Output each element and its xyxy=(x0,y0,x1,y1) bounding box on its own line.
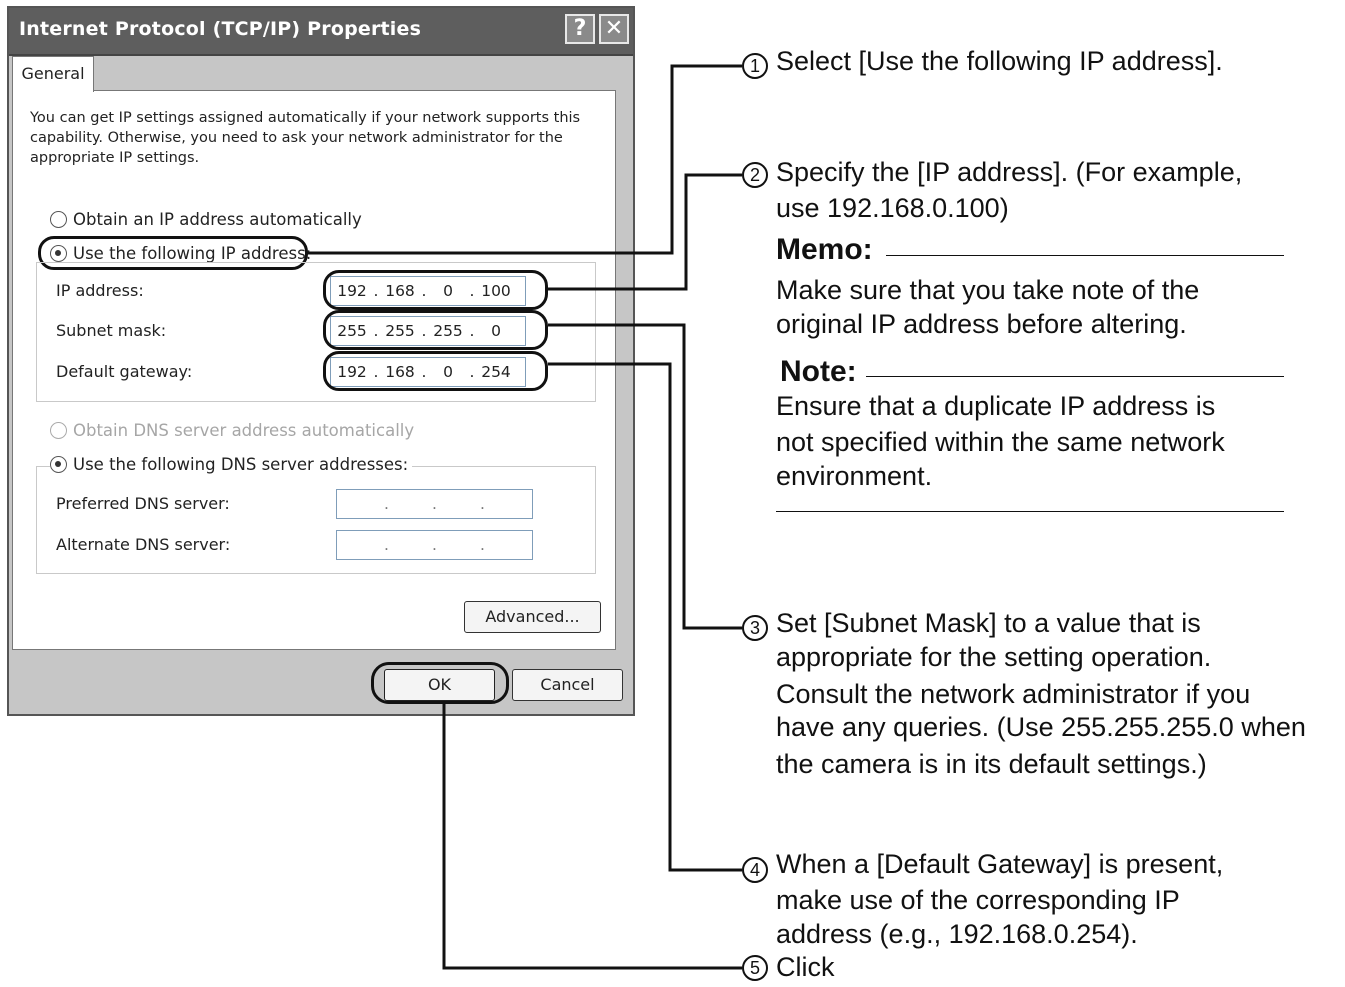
subnet-octet: 255 xyxy=(433,322,463,340)
ip-octet: 168 xyxy=(385,282,415,300)
subnet-mask-input[interactable]: 255. 255. 255. 0 xyxy=(330,316,526,346)
memo-line-1: Make sure that you take note of the xyxy=(776,275,1200,305)
ip-address-label: IP address: xyxy=(56,281,144,300)
step-2-line-1: Specify the [IP address]. (For example, xyxy=(776,157,1243,187)
subnet-octet: 0 xyxy=(491,322,501,340)
radio-obtain-dns-label: Obtain DNS server address automatically xyxy=(73,421,415,440)
subnet-octet: 255 xyxy=(385,322,415,340)
step-4-line-2: make use of the corresponding IP xyxy=(776,885,1180,915)
ok-button[interactable]: OK xyxy=(384,669,495,701)
ip-octet: 192 xyxy=(337,282,367,300)
gateway-octet: 254 xyxy=(481,363,511,381)
step-3-line-5: the camera is in its default settings.) xyxy=(776,749,1207,779)
note-bottom-rule xyxy=(776,511,1284,512)
step-3-line-3: Consult the network administrator if you xyxy=(776,679,1251,709)
step-1-text: Select [Use the following IP address]. xyxy=(776,46,1223,76)
note-line-2: not specified within the same network xyxy=(776,427,1225,457)
preferred-dns-label: Preferred DNS server: xyxy=(56,494,230,513)
subnet-mask-label: Subnet mask: xyxy=(56,321,167,340)
radio-use-dns[interactable]: Use the following DNS server addresses: xyxy=(50,455,413,474)
close-button[interactable]: ✕ xyxy=(599,14,629,44)
step-4-line-1: When a [Default Gateway] is present, xyxy=(776,849,1224,879)
ip-settings-group xyxy=(36,262,596,402)
step-5-text: Click xyxy=(776,952,835,982)
cancel-button[interactable]: Cancel xyxy=(512,669,623,701)
highlight-ok xyxy=(371,662,509,704)
note-heading: Note: xyxy=(780,355,857,388)
radio-obtain-ip[interactable]: Obtain an IP address automatically xyxy=(50,210,362,229)
step-4-line-3: address (e.g., 192.168.0.254). xyxy=(776,919,1138,949)
help-button[interactable]: ? xyxy=(565,14,595,44)
step-3-line-4: have any queries. (Use 255.255.255.0 whe… xyxy=(776,712,1306,742)
note-line-3: environment. xyxy=(776,461,933,491)
step-5-number: 5 xyxy=(742,955,768,981)
radio-use-ip-label: Use the following IP address: xyxy=(73,244,312,263)
highlight-default-gateway xyxy=(323,351,548,391)
step-3-line-2: appropriate for the setting operation. xyxy=(776,642,1212,672)
alternate-dns-input[interactable]: ... xyxy=(336,530,533,560)
dialog-title: Internet Protocol (TCP/IP) Properties xyxy=(19,18,422,40)
step-2-line-2: use 192.168.0.100) xyxy=(776,193,1009,223)
description-text: You can get IP settings assigned automat… xyxy=(30,110,581,166)
default-gateway-input[interactable]: 192. 168. 0. 254 xyxy=(330,357,526,387)
step-1-number: 1 xyxy=(742,53,768,79)
highlight-subnet-mask xyxy=(323,310,548,350)
radio-use-ip[interactable]: Use the following IP address: xyxy=(50,244,311,263)
subnet-octet: 255 xyxy=(337,322,367,340)
radio-obtain-ip-label: Obtain an IP address automatically xyxy=(73,210,362,229)
highlight-ip-address xyxy=(323,270,548,310)
step-3-number: 3 xyxy=(742,615,768,641)
memo-heading: Memo: xyxy=(776,233,873,266)
alternate-dns-label: Alternate DNS server: xyxy=(56,535,231,554)
gateway-octet: 0 xyxy=(443,363,453,381)
highlight-use-ip xyxy=(38,236,308,270)
default-gateway-label: Default gateway: xyxy=(56,362,193,381)
radio-circle-icon[interactable] xyxy=(50,422,67,439)
ip-octet: 0 xyxy=(443,282,453,300)
radio-selected-icon[interactable] xyxy=(50,245,67,262)
gateway-octet: 192 xyxy=(337,363,367,381)
note-line-1: Ensure that a duplicate IP address is xyxy=(776,391,1216,421)
radio-obtain-dns[interactable]: Obtain DNS server address automatically xyxy=(50,421,414,440)
tab-general[interactable]: General xyxy=(12,56,94,92)
step-3-line-1: Set [Subnet Mask] to a value that is xyxy=(776,608,1201,638)
step-2-number: 2 xyxy=(742,162,768,188)
preferred-dns-input[interactable]: ... xyxy=(336,489,533,519)
advanced-button[interactable]: Advanced... xyxy=(464,601,601,633)
title-bar: Internet Protocol (TCP/IP) Properties ? … xyxy=(9,8,633,56)
step-4-number: 4 xyxy=(742,857,768,883)
gateway-octet: 168 xyxy=(385,363,415,381)
radio-use-dns-label: Use the following DNS server addresses: xyxy=(73,455,409,474)
memo-rule xyxy=(886,255,1284,256)
ip-octet: 100 xyxy=(481,282,511,300)
radio-selected-icon[interactable] xyxy=(50,456,67,473)
note-rule xyxy=(866,376,1284,377)
memo-line-2: original IP address before altering. xyxy=(776,309,1187,339)
ip-address-input[interactable]: 192. 168. 0. 100 xyxy=(330,276,526,306)
radio-circle-icon[interactable] xyxy=(50,211,67,228)
